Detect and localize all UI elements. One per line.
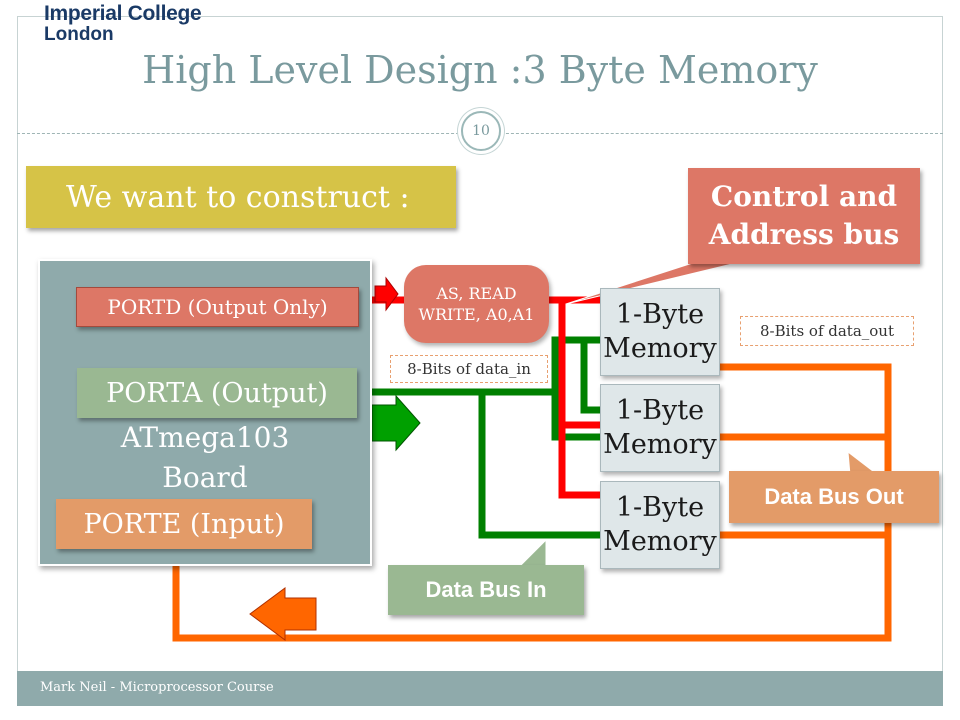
- memory-block-2: 1-Byte Memory: [600, 384, 720, 472]
- data-out-bus: [172, 363, 892, 642]
- slide-title: High Level Design :3 Byte Memory: [142, 48, 818, 92]
- control-arrow-icon: [374, 276, 399, 312]
- board-label: ATmega103 Board: [100, 418, 310, 498]
- data-in-bus-label: 8-Bits of data_in: [390, 355, 548, 383]
- porta-box: PORTA (Output): [77, 368, 357, 418]
- control-line1: Control and: [710, 180, 898, 213]
- memory-2-line2: Memory: [603, 429, 717, 460]
- logo-london: London: [44, 24, 114, 45]
- data-in-arrow-icon: [371, 394, 421, 452]
- porte-box: PORTE (Input): [56, 499, 312, 549]
- control-line2: Address bus: [708, 218, 900, 251]
- construct-banner: We want to construct :: [26, 166, 456, 228]
- portd-box: PORTD (Output Only): [76, 287, 359, 327]
- logo-imperial-college: Imperial College: [44, 2, 202, 25]
- data-out-bus-label: 8-Bits of data_out: [740, 316, 914, 346]
- signals-line1: AS, READ: [436, 284, 517, 303]
- board-name-line1: ATmega103: [120, 421, 290, 454]
- data-in-bus: [372, 336, 600, 539]
- memory-3-line2: Memory: [603, 526, 717, 557]
- data-out-arrow-icon: [249, 587, 317, 641]
- data-bus-out-callout: Data Bus Out: [729, 471, 939, 523]
- memory-2-line1: 1-Byte: [615, 395, 705, 426]
- signals-line2: WRITE, A0,A1: [418, 305, 535, 324]
- memory-1-line2: Memory: [603, 333, 717, 364]
- board-name-line2: Board: [162, 461, 248, 494]
- memory-block-1: 1-Byte Memory: [600, 288, 720, 376]
- memory-block-3: 1-Byte Memory: [600, 481, 720, 569]
- control-signals-bubble: AS, READ WRITE, A0,A1: [404, 265, 549, 343]
- footer-bar: [17, 671, 943, 706]
- control-address-bus-callout: Control and Address bus: [688, 168, 920, 264]
- memory-3-line1: 1-Byte: [615, 492, 705, 523]
- footer-text: Mark Neil - Microprocessor Course: [40, 680, 274, 695]
- data-in-callout-pointer: [518, 538, 547, 567]
- memory-1-line1: 1-Byte: [615, 299, 705, 330]
- page-number: 10: [461, 111, 501, 151]
- control-bus: [372, 296, 600, 499]
- data-bus-in-callout: Data Bus In: [388, 565, 584, 615]
